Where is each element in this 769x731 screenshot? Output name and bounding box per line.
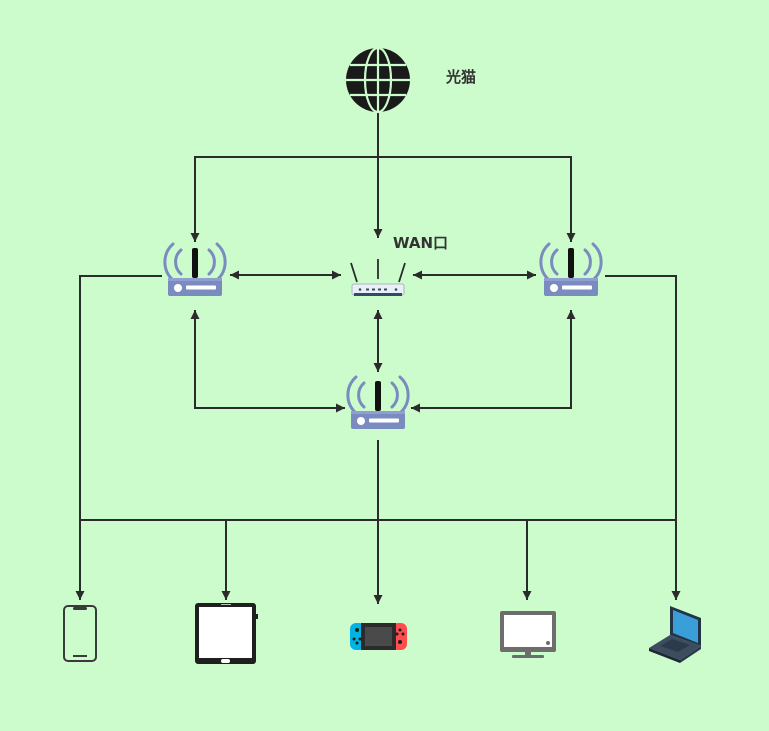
tablet-icon	[195, 603, 258, 664]
right-ap-drop-line	[605, 275, 677, 520]
wireless-ap-icon	[539, 242, 603, 298]
modem-to-right-ap-line	[378, 156, 576, 242]
wireless-ap-icon	[346, 375, 410, 431]
router-icon	[350, 259, 406, 296]
modem-label: 光猫	[445, 68, 476, 86]
wan-port-label: WAN口	[393, 234, 448, 252]
smartphone-icon	[63, 605, 97, 662]
monitor-icon	[500, 611, 556, 658]
left-ap-bottom-ap-link	[190, 310, 345, 413]
left-ap-drop-line	[79, 275, 162, 520]
modem-to-left-ap-line	[190, 156, 378, 242]
game-console-icon	[350, 623, 407, 650]
laptop-icon	[649, 606, 701, 663]
globe-icon	[346, 46, 410, 114]
wireless-ap-icon	[163, 242, 227, 298]
connection-lines	[75, 112, 681, 604]
right-ap-bottom-ap-link	[411, 310, 576, 413]
